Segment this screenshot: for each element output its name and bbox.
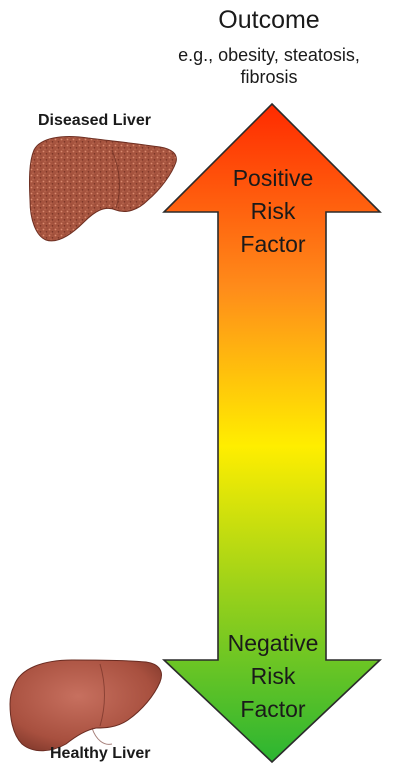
negative-label-line2: Risk [250, 663, 296, 689]
positive-label-line3: Factor [240, 231, 306, 257]
outcome-subtitle: e.g., obesity, steatosis, fibrosis [150, 44, 388, 88]
outcome-title: Outcome [218, 6, 320, 34]
healthy-liver-icon [9, 659, 162, 752]
diseased-liver-label: Diseased Liver [38, 112, 151, 129]
positive-risk-factor-label: Positive Risk Factor [213, 162, 333, 261]
outcome-subtitle-line2: fibrosis [240, 67, 298, 87]
positive-label-line1: Positive [232, 165, 314, 191]
diseased-liver-icon [29, 136, 177, 242]
risk-arrow [161, 102, 383, 764]
healthy-liver-label: Healthy Liver [50, 745, 151, 762]
negative-label-line1: Negative [227, 630, 319, 656]
negative-label-line3: Factor [240, 696, 306, 722]
positive-label-line2: Risk [250, 198, 296, 224]
negative-risk-factor-label: Negative Risk Factor [213, 627, 333, 726]
outcome-subtitle-line1: e.g., obesity, steatosis, [178, 45, 360, 65]
